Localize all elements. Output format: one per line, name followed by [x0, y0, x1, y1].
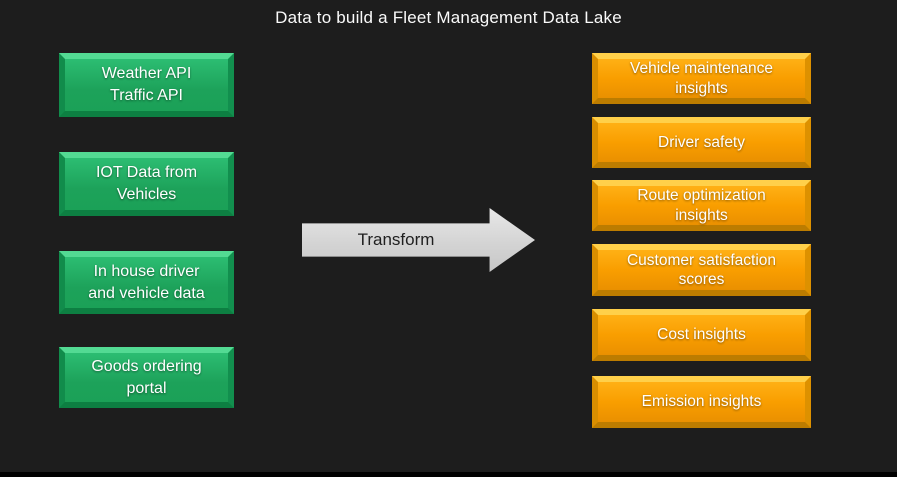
source-box-weather-traffic-api: Weather API Traffic API: [59, 53, 234, 117]
insight-box-route-optimization: Route optimization insights: [592, 180, 811, 231]
insight-box-vehicle-maintenance: Vehicle maintenance insights: [592, 53, 811, 104]
source-box-goods-ordering-portal: Goods ordering portal: [59, 347, 234, 408]
insight-box-label: Driver safety: [658, 133, 745, 151]
insight-box-cost: Cost insights: [592, 309, 811, 361]
insight-box-label: Route optimization insights: [637, 187, 766, 224]
insight-box-label: Emission insights: [641, 393, 762, 411]
insight-box-label: Vehicle maintenance insights: [629, 60, 774, 97]
insight-box-emission: Emission insights: [592, 376, 811, 428]
bottom-letterbox: [0, 472, 897, 477]
transform-arrow: Transform: [302, 208, 535, 272]
source-box-inhouse-driver-vehicle-data: In house driver and vehicle data: [59, 251, 234, 314]
transform-arrow-label: Transform: [357, 230, 435, 249]
insight-box-driver-safety: Driver safety: [592, 117, 811, 168]
insight-box-label: Customer satisfaction scores: [626, 251, 777, 288]
source-box-label: Goods ordering portal: [91, 357, 202, 397]
source-box-label: IOT Data from Vehicles: [95, 164, 198, 203]
slide-title: Data to build a Fleet Management Data La…: [275, 8, 622, 27]
source-box-iot-data: IOT Data from Vehicles: [59, 152, 234, 216]
insight-box-label: Cost insights: [657, 326, 746, 344]
insight-box-customer-satisfaction: Customer satisfaction scores: [592, 244, 811, 296]
source-box-label: Weather API Traffic API: [101, 65, 192, 104]
source-box-label: In house driver and vehicle data: [88, 262, 205, 302]
